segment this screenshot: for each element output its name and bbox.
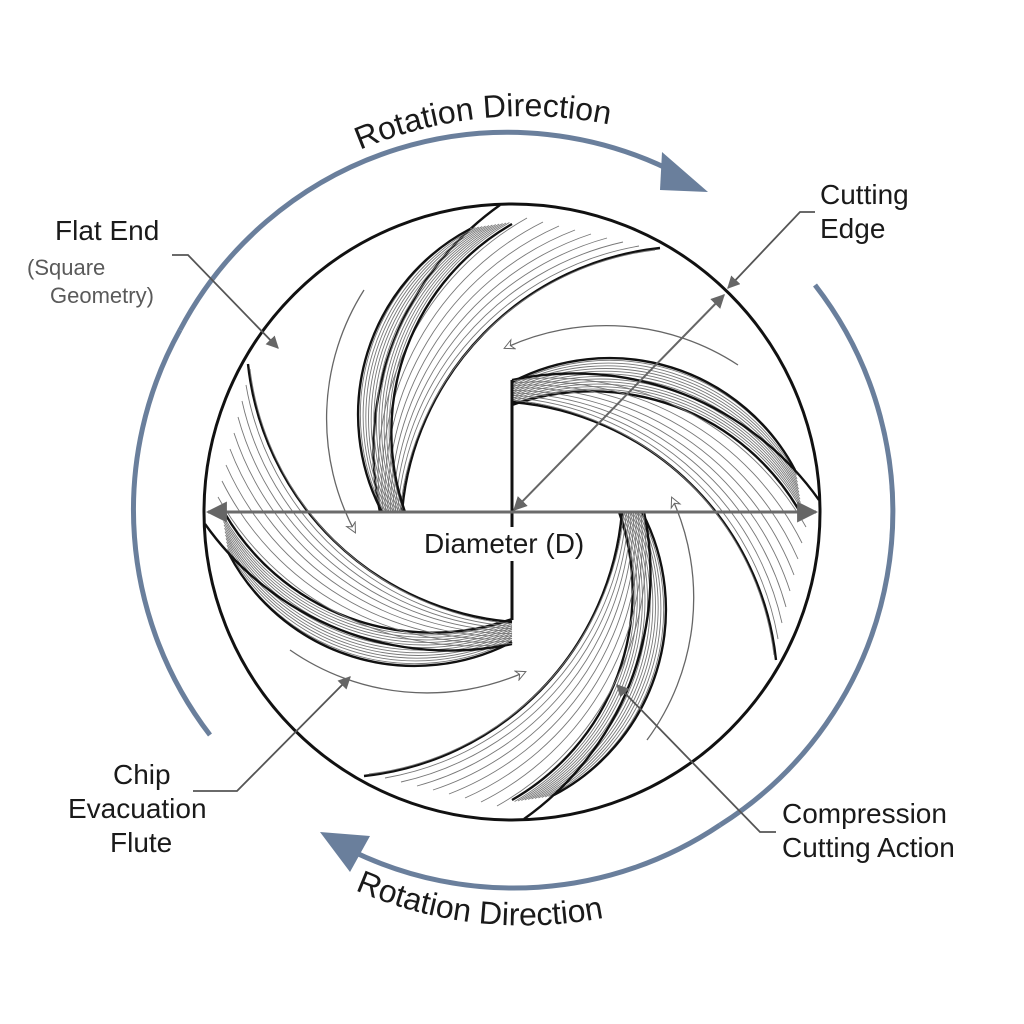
flute-edge	[553, 511, 668, 797]
flute-hatch-line	[237, 416, 513, 632]
flute-hatch-line	[383, 223, 503, 513]
flute-hatch-line	[225, 534, 513, 651]
flute-hatch-line	[464, 511, 640, 799]
flute-hatch-line	[511, 381, 803, 544]
radius-dimension-line	[513, 293, 725, 512]
flute-hatch-line	[524, 511, 643, 801]
label-chip-1: Chip	[113, 759, 171, 790]
label-cutting-edge-2: Edge	[820, 213, 886, 244]
leader-compression	[616, 684, 776, 833]
flute-hatch-line	[229, 448, 513, 637]
flute-hatch-line	[221, 480, 513, 643]
label-flat-end-sub-2: Geometry)	[50, 283, 154, 308]
flute-hatch-line	[249, 368, 513, 625]
flute-hatch-line	[386, 222, 507, 513]
rotation-arc-right	[718, 283, 896, 828]
flute-hatch-line	[384, 511, 627, 779]
flute-hatch-line	[223, 524, 513, 643]
flute-band	[204, 222, 513, 652]
flow-arrow-left	[325, 289, 365, 532]
rotation-arrow-top	[177, 129, 708, 332]
flute-hatch-line	[448, 511, 637, 795]
flute-hatch-line	[548, 511, 662, 797]
flow-arrow-lower	[289, 649, 525, 694]
flute-hatch-line	[521, 511, 641, 801]
flute-hatch-line	[392, 237, 608, 513]
flute-hatch-line	[217, 496, 513, 647]
flute-hatch-line	[511, 383, 801, 503]
rotation-arc-left	[130, 328, 212, 737]
flute-hatch-line	[496, 511, 647, 807]
flute-hatch-line	[432, 511, 635, 791]
flute-hatch-line	[388, 222, 510, 513]
flute-hatch-line	[227, 548, 513, 662]
flute-hatch-line	[381, 223, 500, 513]
flute-hatch-line	[368, 511, 625, 775]
flute-edge	[390, 222, 513, 513]
flute-hatch-line	[400, 511, 630, 783]
flute-hatch-line	[365, 226, 480, 513]
label-flat-end-sub-1: (Square	[27, 255, 106, 280]
flute-hatch-line	[368, 226, 483, 513]
label-flat-end: Flat End	[55, 215, 160, 246]
flute-hatch-line	[362, 227, 476, 513]
cutting-edge-sweep	[523, 511, 652, 820]
flute-hatch-line	[384, 225, 560, 513]
leader-cutting-edge	[727, 211, 815, 289]
rotation-arrowhead-bottom	[320, 832, 370, 872]
flute-hatch-line	[389, 233, 592, 513]
flute-hatch-line	[399, 249, 656, 513]
flute-hatch-line	[233, 432, 513, 635]
rotation-arrowhead-top	[660, 152, 708, 192]
flow-arrow-right	[646, 498, 695, 741]
flute-hatch-line	[544, 511, 659, 798]
label-compression-1: Compression	[782, 798, 947, 829]
flute-edge	[356, 227, 471, 513]
flute-hatch-line	[376, 224, 493, 513]
flute-hatch-line	[224, 531, 513, 648]
rotation-arrow-bottom	[320, 822, 722, 891]
leader-flat-end	[172, 254, 279, 349]
label-compression-2: Cutting Action	[782, 832, 955, 863]
flute-hatch-line	[222, 514, 513, 636]
label-cutting-edge-1: Cutting	[820, 179, 909, 210]
flute-hatch-line	[378, 224, 497, 513]
flute-hatch-line	[394, 241, 624, 513]
cutting-edge-sweep	[204, 523, 513, 652]
flute-hatch-line	[245, 384, 513, 627]
flute-hatch-line	[241, 400, 513, 630]
flute-hatch-line	[480, 511, 643, 803]
flute-hatch-line	[226, 544, 513, 659]
flute-hatch-line	[373, 225, 490, 513]
flute-hatch-line	[531, 511, 648, 800]
leader-chip-flute	[193, 676, 351, 792]
flute-edge	[227, 553, 513, 668]
label-chip-3: Flute	[110, 827, 173, 858]
chip-flow-arrows	[289, 289, 739, 741]
label-chip-2: Evacuation	[68, 793, 207, 824]
flute-hatch-line	[534, 511, 651, 799]
flute-hatch-line	[381, 221, 544, 513]
tool-outer-circle	[202, 202, 822, 822]
flute-hatch-line	[416, 511, 632, 787]
flute-hatch-line	[397, 245, 640, 513]
flute-hatch-line	[223, 521, 513, 641]
label-diameter: Diameter (D)	[422, 527, 587, 561]
flute-hatch-line	[370, 225, 486, 513]
flute-hatch-line	[514, 511, 636, 802]
